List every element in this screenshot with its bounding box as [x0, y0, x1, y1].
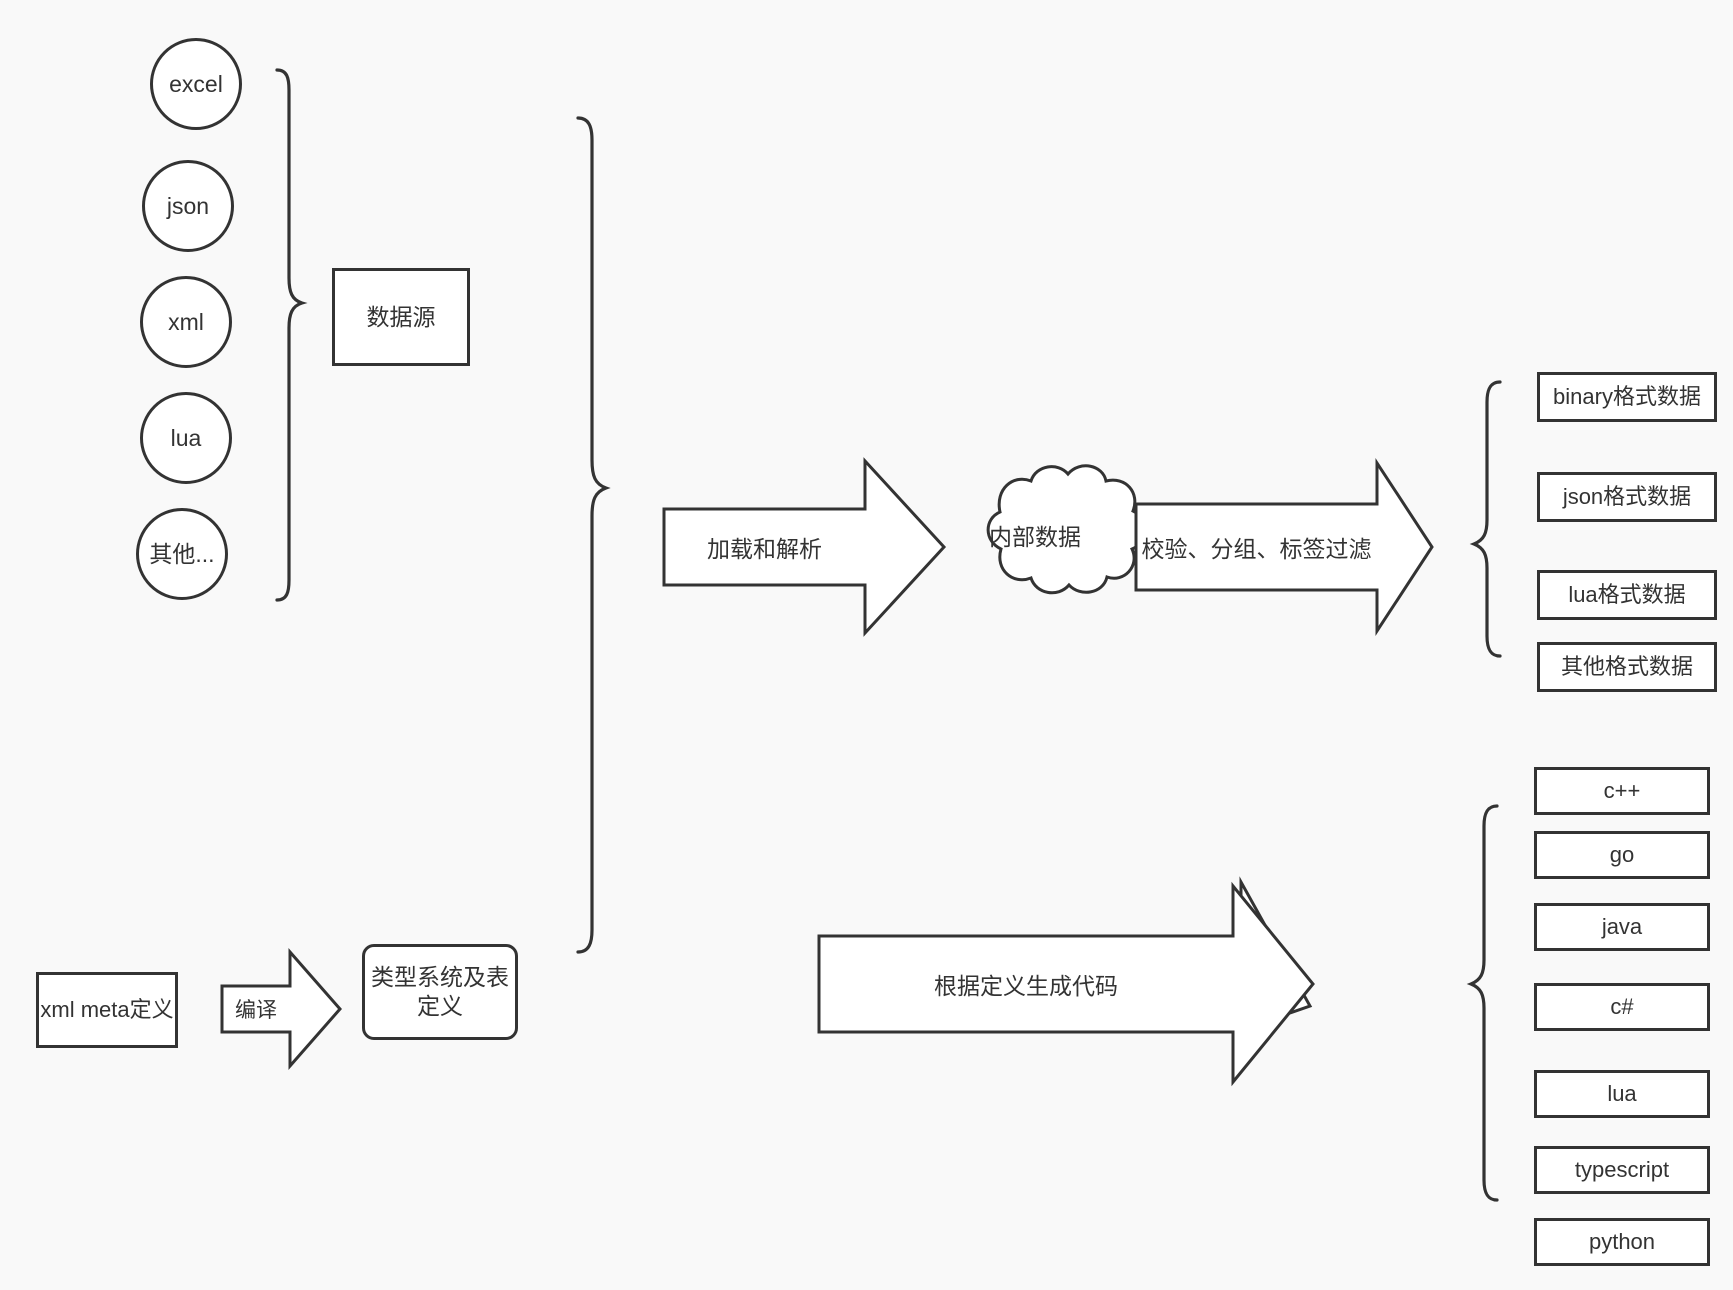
language-box-python[interactable]: python: [1534, 1218, 1710, 1266]
source-label: 其他...: [149, 540, 215, 567]
compile-arrow: [220, 948, 342, 1070]
source-label: excel: [169, 70, 223, 97]
format-box-json[interactable]: json格式数据: [1537, 472, 1717, 522]
codegen-arrow: [817, 876, 1313, 1034]
data-source-box[interactable]: 数据源: [332, 268, 470, 366]
compile-label: 编译: [235, 999, 277, 1022]
xml-meta-definition-box[interactable]: xml meta定义: [36, 972, 178, 1048]
type-system-label: 类型系统及表定义: [371, 964, 509, 1019]
filter-arrow: [1134, 457, 1434, 637]
format-label: 其他格式数据: [1560, 654, 1693, 680]
language-box-typescript[interactable]: typescript: [1534, 1146, 1710, 1194]
format-label: lua格式数据: [1568, 582, 1686, 608]
language-box-csharp[interactable]: c#: [1534, 983, 1710, 1031]
formats-brace: [1469, 380, 1502, 658]
filter-label: 校验、分组、标签过滤: [1141, 536, 1372, 562]
language-label: python: [1588, 1229, 1656, 1255]
language-label: typescript: [1574, 1157, 1670, 1183]
format-box-lua[interactable]: lua格式数据: [1537, 570, 1717, 620]
format-box-binary[interactable]: binary格式数据: [1537, 372, 1717, 422]
source-circle-json[interactable]: json: [142, 160, 234, 252]
source-circle-xml[interactable]: xml: [140, 276, 232, 368]
sources-brace: [275, 68, 308, 602]
source-label: json: [166, 192, 210, 219]
format-label: json格式数据: [1562, 484, 1692, 510]
load-parse-arrow: [662, 457, 947, 637]
xml-meta-label: xml meta定义: [40, 997, 174, 1023]
language-label: c++: [1603, 778, 1641, 804]
source-circle-lua[interactable]: lua: [140, 392, 232, 484]
codegen-label: 根据定义生成代码: [934, 973, 1118, 999]
internal-data-cloud: [986, 464, 1147, 595]
language-label: java: [1601, 914, 1643, 940]
source-circle-excel[interactable]: excel: [150, 38, 242, 130]
language-box-go[interactable]: go: [1534, 831, 1710, 879]
source-circle-other[interactable]: 其他...: [136, 508, 228, 600]
source-label: lua: [170, 424, 202, 451]
language-box-lua[interactable]: lua: [1534, 1070, 1710, 1118]
format-label: binary格式数据: [1553, 384, 1701, 410]
source-label: xml: [168, 308, 204, 335]
data-source-label: 数据源: [366, 303, 436, 330]
language-box-cpp[interactable]: c++: [1534, 767, 1710, 815]
inputs-brace: [576, 116, 611, 954]
languages-brace: [1466, 804, 1499, 1202]
format-box-other[interactable]: 其他格式数据: [1537, 642, 1717, 692]
language-box-java[interactable]: java: [1534, 903, 1710, 951]
load-parse-label: 加载和解析: [707, 536, 822, 562]
internal-data-label: 内部数据: [989, 524, 1081, 550]
type-system-box[interactable]: 类型系统及表定义: [362, 944, 518, 1040]
codegen-arrow-shape: [817, 881, 1315, 1087]
language-label: lua: [1607, 1081, 1637, 1107]
language-label: go: [1609, 842, 1635, 868]
language-label: c#: [1610, 994, 1634, 1020]
